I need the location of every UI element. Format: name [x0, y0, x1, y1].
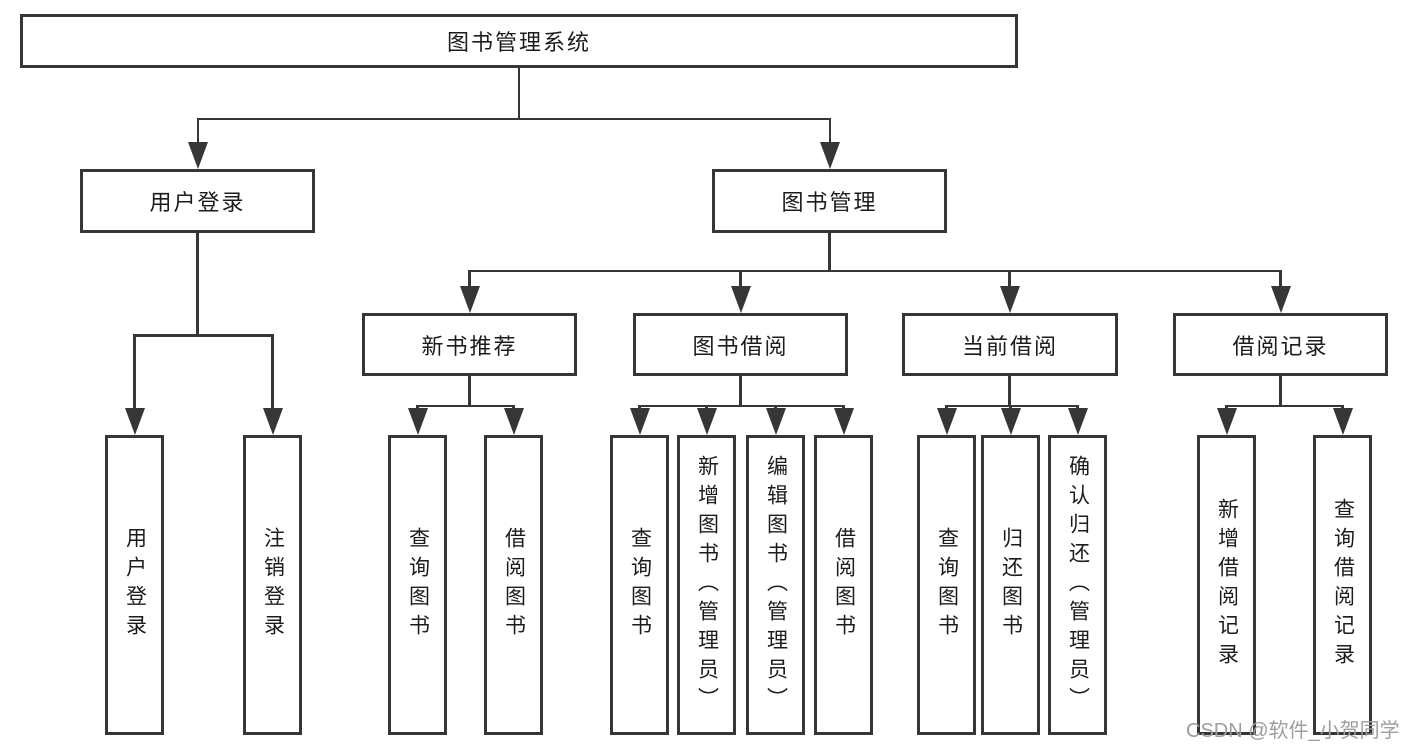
- new-book-recommend-label: 新书推荐: [421, 333, 518, 359]
- connector-drop-g1-leaf1: [416, 404, 419, 410]
- leaf-query-book-recommend: 查询图书: [388, 435, 447, 735]
- leaf-confirm-return-admin-label: 确认归还（管理员）: [1066, 454, 1090, 716]
- connector-group2-stem: [739, 376, 742, 407]
- connector-drop-leaf-user-login: [133, 334, 136, 409]
- leaf-query-borrow-record-label: 查询借阅记录: [1331, 498, 1355, 672]
- borrow-record-label: 借阅记录: [1232, 333, 1329, 359]
- leaf-add-book-admin-label: 新增图书（管理员）: [695, 454, 719, 716]
- connector-drop-g3-leaf3: [1076, 404, 1079, 410]
- current-borrow-node: 当前借阅: [902, 313, 1118, 376]
- connector-level3-bus: [468, 269, 1282, 272]
- connector-root-stem: [517, 68, 521, 120]
- connector-group4-bus: [1225, 404, 1344, 407]
- book-borrow-node: 图书借阅: [633, 313, 848, 376]
- arrow-user-login: [188, 142, 208, 169]
- leaf-query-book-borrow-label: 查询图书: [628, 527, 652, 643]
- arrow-book-borrow: [730, 286, 751, 313]
- connector-drop-user-login: [196, 118, 200, 143]
- arrow-g2-leaf2: [696, 408, 717, 435]
- connector-group2-bus: [638, 404, 845, 407]
- leaf-logout: 注销登录: [243, 435, 302, 735]
- leaf-query-book-borrow: 查询图书: [610, 435, 669, 735]
- connector-drop-g2-leaf3: [774, 404, 777, 410]
- connector-drop-book-borrow: [739, 270, 742, 287]
- arrow-g2-leaf4: [833, 408, 854, 435]
- leaf-user-login: 用户登录: [105, 435, 164, 735]
- leaf-query-book-current: 查询图书: [917, 435, 976, 735]
- book-borrow-label: 图书借阅: [692, 333, 789, 359]
- connector-group3-stem: [1008, 376, 1011, 407]
- arrow-leaf-logout: [262, 408, 283, 435]
- connector-group1-bus: [416, 404, 515, 407]
- leaf-confirm-return-admin: 确认归还（管理员）: [1048, 435, 1107, 735]
- leaf-user-login-label: 用户登录: [123, 527, 147, 643]
- arrow-g3-leaf3: [1067, 408, 1088, 435]
- connector-level2-bus: [196, 117, 832, 120]
- connector-drop-g4-leaf2: [1341, 404, 1344, 410]
- arrow-g2-leaf1: [629, 408, 650, 435]
- arrow-current-borrow: [999, 286, 1020, 313]
- connector-drop-leaf-logout: [271, 334, 274, 409]
- connector-drop-current-borrow: [1008, 270, 1011, 287]
- current-borrow-label: 当前借阅: [961, 333, 1058, 359]
- arrow-borrow-record: [1270, 286, 1291, 313]
- connector-drop-g3-leaf2: [1009, 404, 1012, 410]
- connector-user-login-bus: [133, 334, 274, 337]
- arrow-new-book: [459, 286, 480, 313]
- connector-group4-stem: [1279, 376, 1282, 407]
- leaf-edit-book-admin-label: 编辑图书（管理员）: [764, 454, 788, 716]
- new-book-recommend-node: 新书推荐: [362, 313, 577, 376]
- arrow-leaf-user-login: [124, 408, 145, 435]
- leaf-borrow-book: 借阅图书: [814, 435, 873, 735]
- user-login-node: 用户登录: [80, 169, 315, 233]
- connector-book-mgmt-stem: [828, 233, 831, 272]
- leaf-borrow-book-recommend: 借阅图书: [484, 435, 543, 735]
- leaf-borrow-book-recommend-label: 借阅图书: [502, 527, 526, 643]
- connector-drop-g1-leaf2: [512, 404, 515, 410]
- arrow-g3-leaf2: [1000, 408, 1021, 435]
- arrow-g2-leaf3: [765, 408, 786, 435]
- connector-drop-book-mgmt: [828, 118, 832, 143]
- connector-group1-stem: [468, 376, 471, 407]
- connector-drop-g3-leaf1: [945, 404, 948, 410]
- arrow-g1-leaf1: [407, 408, 428, 435]
- user-login-node-label: 用户登录: [149, 190, 246, 215]
- leaf-query-book-recommend-label: 查询图书: [406, 527, 430, 643]
- connector-drop-borrow-record: [1279, 270, 1282, 287]
- connector-drop-new-book: [468, 270, 471, 287]
- arrow-g4-leaf1: [1216, 408, 1237, 435]
- connector-user-login-stem: [196, 233, 199, 336]
- arrow-book-mgmt: [820, 142, 840, 169]
- borrow-record-node: 借阅记录: [1173, 313, 1388, 376]
- leaf-add-borrow-record: 新增借阅记录: [1197, 435, 1256, 735]
- connector-drop-g2-leaf1: [638, 404, 641, 410]
- arrow-g1-leaf2: [503, 408, 524, 435]
- leaf-logout-label: 注销登录: [261, 527, 285, 643]
- arrow-g3-leaf1: [936, 408, 957, 435]
- root-node: 图书管理系统: [20, 14, 1018, 68]
- leaf-edit-book-admin: 编辑图书（管理员）: [746, 435, 805, 735]
- leaf-add-borrow-record-label: 新增借阅记录: [1215, 498, 1239, 672]
- root-node-label: 图书管理系统: [446, 30, 591, 55]
- book-management-node: 图书管理: [712, 169, 947, 233]
- arrow-g4-leaf2: [1332, 408, 1353, 435]
- leaf-borrow-book-label: 借阅图书: [832, 527, 856, 643]
- connector-drop-g2-leaf4: [842, 404, 845, 410]
- connector-drop-g2-leaf2: [705, 404, 708, 410]
- leaf-return-book: 归还图书: [981, 435, 1040, 735]
- book-management-node-label: 图书管理: [781, 190, 878, 215]
- leaf-query-borrow-record: 查询借阅记录: [1313, 435, 1372, 735]
- leaf-add-book-admin: 新增图书（管理员）: [677, 435, 736, 735]
- csdn-watermark: CSDN @软件_小贺同学: [1186, 720, 1400, 742]
- leaf-query-book-current-label: 查询图书: [935, 527, 959, 643]
- connector-drop-g4-leaf1: [1225, 404, 1228, 410]
- leaf-return-book-label: 归还图书: [999, 527, 1023, 643]
- connector-group3-bus: [945, 404, 1079, 407]
